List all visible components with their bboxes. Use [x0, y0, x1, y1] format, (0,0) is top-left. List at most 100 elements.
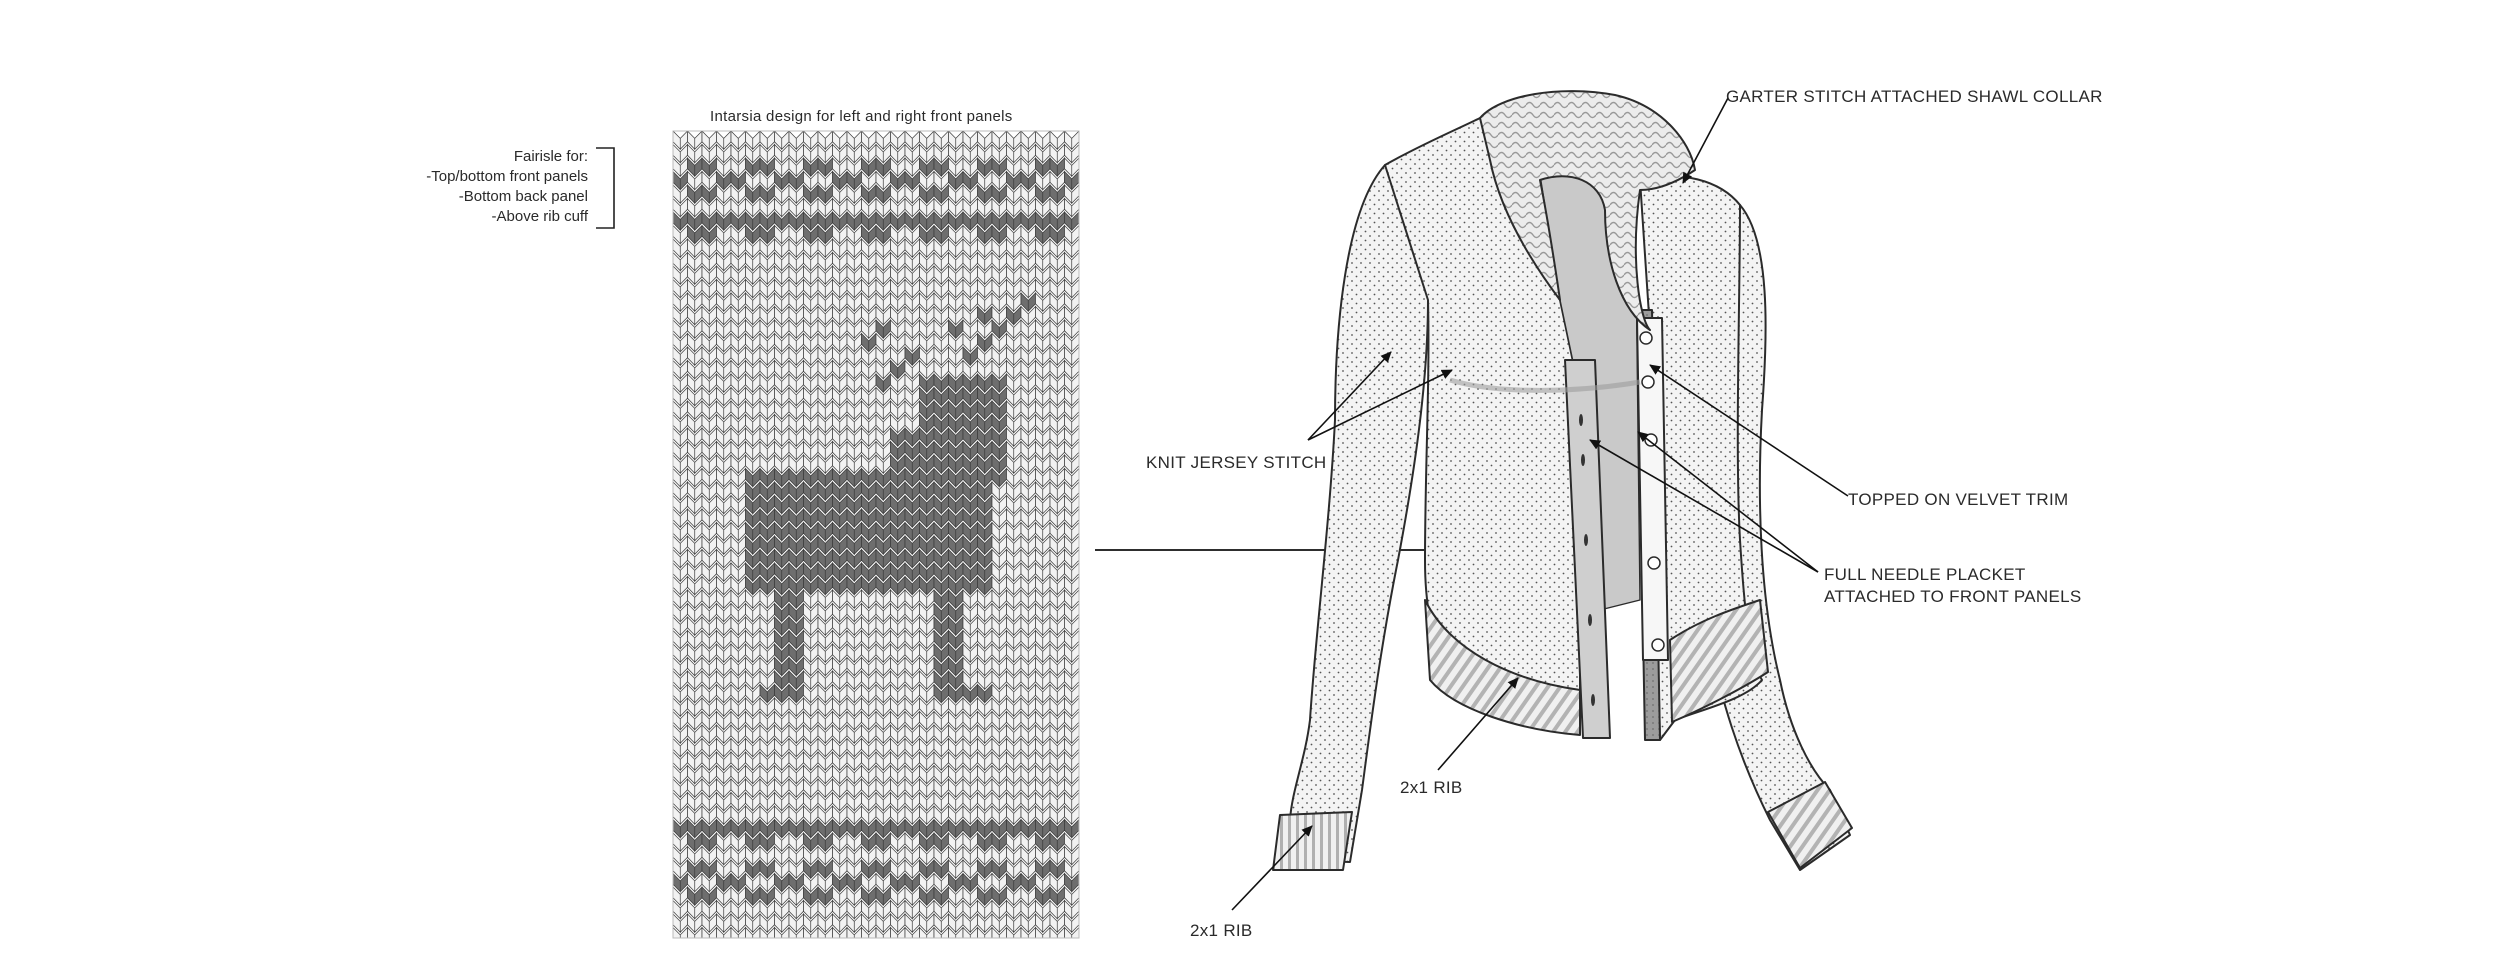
knit-stitch — [832, 710, 848, 731]
motif-stitch — [745, 481, 761, 502]
knit-stitch — [687, 305, 703, 326]
knit-stitch — [948, 805, 964, 826]
motif-stitch — [803, 521, 819, 542]
knit-stitch — [730, 656, 746, 677]
knit-stitch — [933, 899, 949, 920]
knit-stitch — [701, 346, 717, 367]
knit-stitch — [687, 778, 703, 799]
knit-stitch — [933, 913, 949, 934]
knit-stitch — [1035, 440, 1051, 461]
knit-stitch — [803, 238, 819, 259]
knit-stitch — [1020, 157, 1036, 178]
knit-stitch — [817, 373, 833, 394]
jersey-callout: KNIT JERSEY STITCH — [1146, 453, 1327, 472]
knit-stitch — [1064, 157, 1079, 178]
knit-stitch — [832, 643, 848, 664]
knit-stitch — [1064, 292, 1079, 313]
motif-stitch — [962, 535, 978, 556]
knit-stitch — [788, 386, 804, 407]
knit-stitch — [861, 278, 877, 299]
knit-stitch — [933, 872, 949, 893]
knit-stitch — [774, 400, 790, 421]
motif-stitch — [1035, 157, 1051, 178]
motif-stitch — [1020, 170, 1036, 191]
knit-stitch — [716, 724, 732, 745]
knit-stitch — [759, 454, 775, 475]
knit-stitch — [774, 359, 790, 380]
motif-stitch — [962, 481, 978, 502]
knit-stitch — [919, 251, 935, 272]
knit-stitch — [1064, 454, 1079, 475]
knit-stitch — [1064, 791, 1079, 812]
knit-stitch — [1006, 454, 1022, 475]
knit-stitch — [716, 265, 732, 286]
knit-stitch — [701, 440, 717, 461]
hem-rib-callout: 2x1 RIB — [1400, 778, 1463, 797]
knit-stitch — [933, 778, 949, 799]
knit-stitch — [1064, 697, 1079, 718]
motif-stitch — [846, 508, 862, 529]
knit-stitch — [701, 643, 717, 664]
knit-stitch — [1064, 548, 1079, 569]
knit-stitch — [1049, 131, 1065, 151]
motif-stitch — [861, 535, 877, 556]
motif-stitch — [701, 224, 717, 245]
motif-stitch — [919, 400, 935, 421]
knit-stitch — [1049, 251, 1065, 272]
knit-stitch — [1035, 643, 1051, 664]
knit-stitch — [904, 791, 920, 812]
knit-stitch — [716, 454, 732, 475]
motif-stitch — [948, 670, 964, 691]
knit-stitch — [861, 386, 877, 407]
knit-stitch — [817, 697, 833, 718]
knit-stitch — [1064, 481, 1079, 502]
knit-stitch — [788, 454, 804, 475]
knit-stitch — [759, 143, 775, 164]
knit-stitch — [904, 643, 920, 664]
knit-stitch — [948, 224, 964, 245]
knit-stitch — [1064, 913, 1079, 934]
motif-stitch — [774, 170, 790, 191]
knit-stitch — [1006, 899, 1022, 920]
knit-stitch — [1064, 535, 1079, 556]
motif-stitch — [759, 886, 775, 907]
knit-stitch — [774, 440, 790, 461]
knit-stitch — [1064, 859, 1079, 880]
knit-stitch — [1035, 332, 1051, 353]
knit-stitch — [904, 724, 920, 745]
knit-stitch — [673, 319, 688, 340]
knit-stitch — [890, 670, 906, 691]
knit-stitch — [1049, 346, 1065, 367]
knit-stitch — [759, 170, 775, 191]
knit-stitch — [890, 751, 906, 772]
cuff-rib-callout: 2x1 RIB — [1190, 921, 1253, 940]
motif-stitch — [962, 562, 978, 583]
motif-stitch — [1035, 224, 1051, 245]
knit-stitch — [977, 697, 993, 718]
knit-stitch — [1020, 899, 1036, 920]
knit-stitch — [817, 292, 833, 313]
knit-stitch — [846, 805, 862, 826]
knit-stitch — [817, 805, 833, 826]
motif-stitch — [1064, 872, 1079, 893]
knit-stitch — [890, 373, 906, 394]
knit-stitch — [774, 805, 790, 826]
knit-stitch — [919, 359, 935, 380]
fairisle-item: -Top/bottom front panels — [426, 168, 588, 185]
knit-stitch — [1049, 427, 1065, 448]
knit-stitch — [1064, 616, 1079, 637]
motif-stitch — [875, 521, 891, 542]
knit-stitch — [817, 238, 833, 259]
knit-stitch — [933, 278, 949, 299]
knit-stitch — [919, 656, 935, 677]
knit-stitch — [933, 197, 949, 218]
motif-stitch — [948, 481, 964, 502]
motif-stitch — [933, 629, 949, 650]
motif-stitch — [933, 373, 949, 394]
motif-stitch — [832, 170, 848, 191]
motif-stitch — [774, 575, 790, 596]
knit-stitch — [701, 481, 717, 502]
motif-stitch — [1049, 886, 1065, 907]
knit-stitch — [803, 737, 819, 758]
knit-stitch — [919, 764, 935, 785]
